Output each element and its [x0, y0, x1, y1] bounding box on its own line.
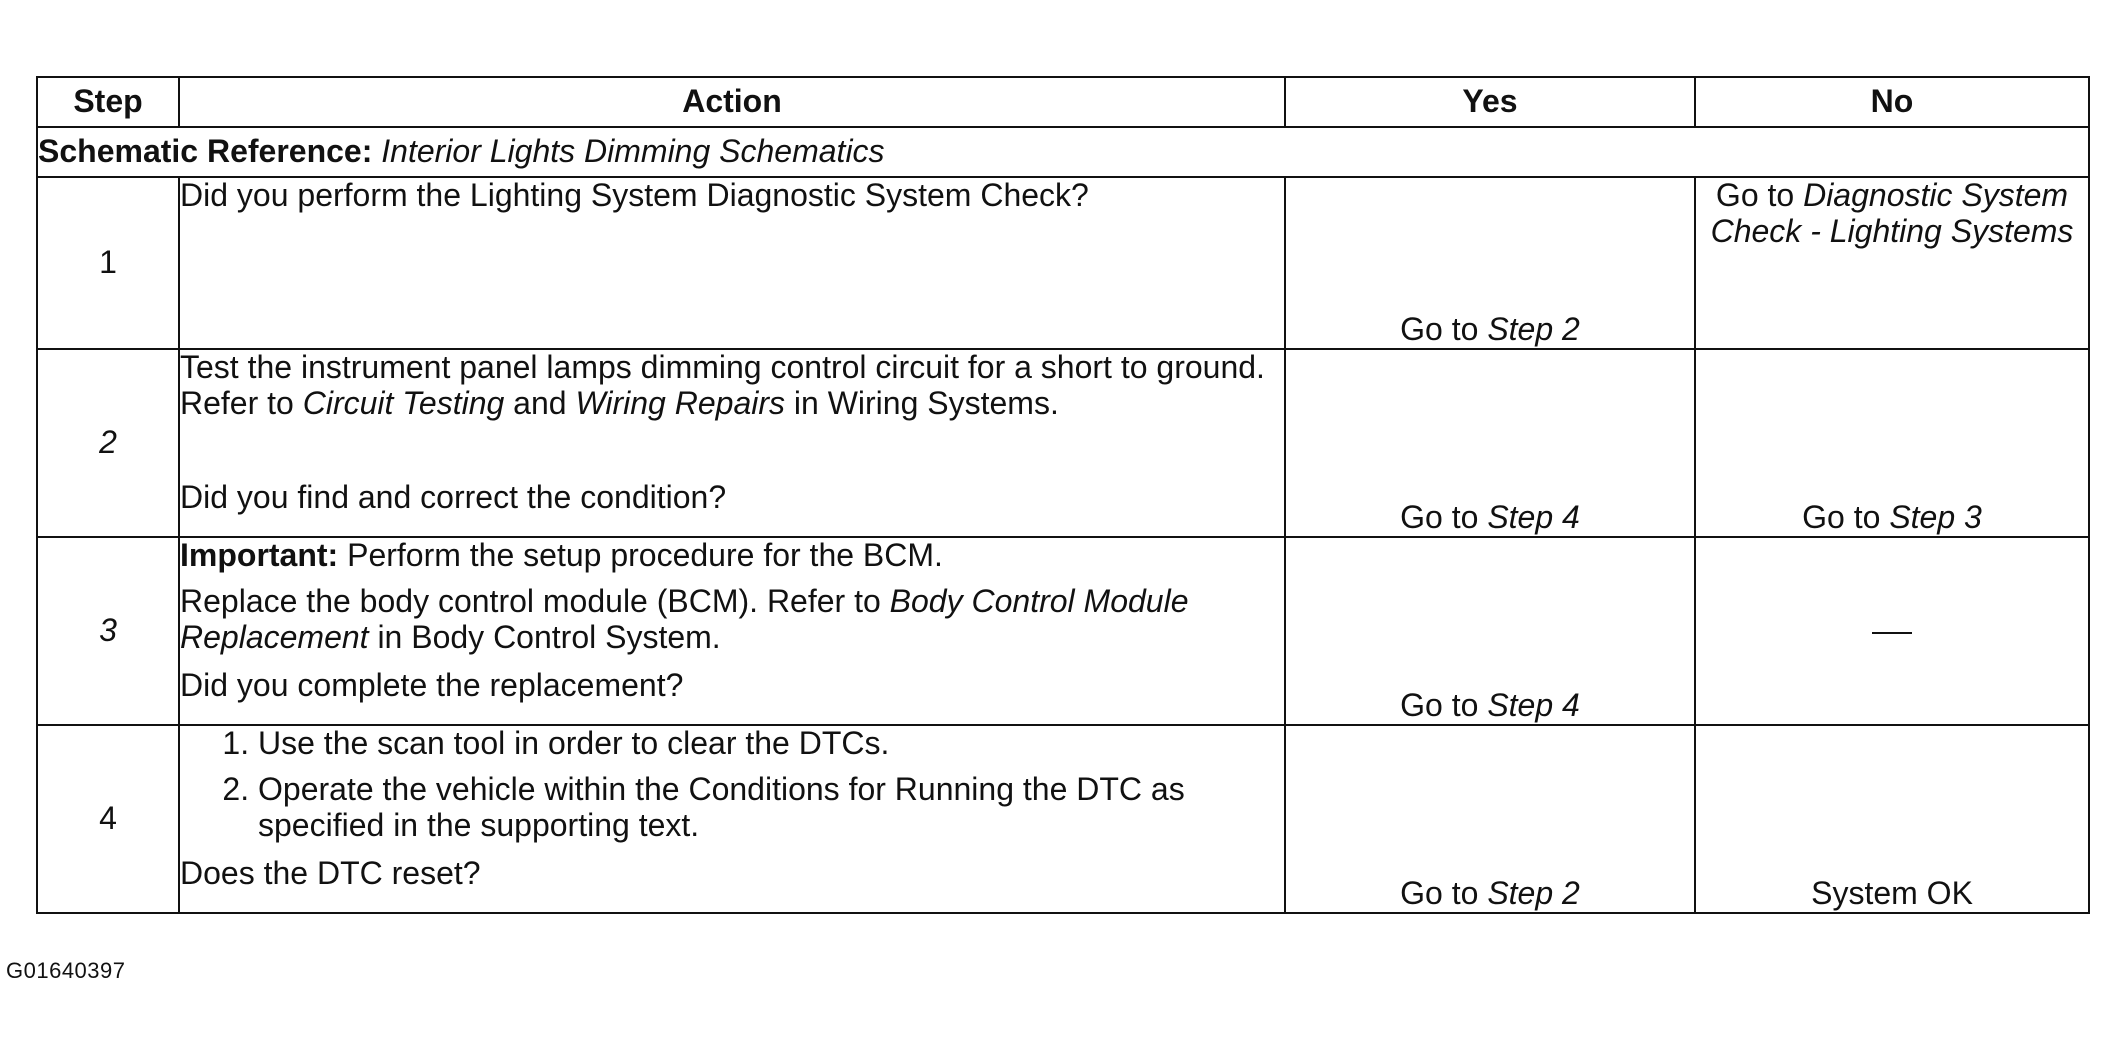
no-step-link[interactable]: Diagnostic System Check - Lighting Syste…	[1710, 177, 2074, 249]
not-applicable-dash	[1872, 631, 1912, 634]
diagnostic-table: Step Action Yes No Schematic Reference: …	[36, 76, 2090, 914]
action-cell: Use the scan tool in order to clear the …	[178, 724, 1286, 914]
table-row: 1 Did you perform the Lighting System Di…	[36, 176, 2090, 350]
header-yes: Yes	[1284, 76, 1696, 128]
step-question: Does the DTC reset?	[180, 855, 481, 892]
step-instruction: Test the instrument panel lamps dimming …	[180, 349, 1265, 421]
no-step-link[interactable]: Step 3	[1889, 499, 1982, 536]
header-row: Step Action Yes No	[36, 76, 2090, 128]
procedure-list: Use the scan tool in order to clear the …	[180, 725, 1284, 844]
important-note: Important: Perform the setup procedure f…	[180, 537, 943, 573]
yes-prefix: Go to	[1400, 499, 1479, 536]
step-number: 2	[36, 348, 180, 538]
header-action: Action	[178, 76, 1286, 128]
schematic-reference-label: Schematic Reference:	[38, 133, 373, 170]
step-number: 4	[36, 724, 180, 914]
yes-cell: Go to Step 4	[1284, 348, 1696, 538]
yes-prefix: Go to	[1400, 687, 1479, 724]
circuit-testing-link[interactable]: Circuit Testing	[302, 384, 505, 421]
figure-id: G01640397	[6, 958, 126, 983]
action-cell: Test the instrument panel lamps dimming …	[178, 348, 1286, 538]
yes-cell: Go to Step 4	[1284, 536, 1696, 726]
schematic-reference-row: Schematic Reference: Interior Lights Dim…	[36, 126, 2090, 178]
yes-prefix: Go to	[1400, 311, 1479, 348]
yes-step-link[interactable]: Step 4	[1487, 687, 1580, 724]
table-row: 3 Important: Perform the setup procedure…	[36, 536, 2090, 726]
action-cell: Did you perform the Lighting System Diag…	[178, 176, 1286, 350]
no-cell: Go to Diagnostic System Check - Lighting…	[1694, 176, 2090, 350]
yes-step-link[interactable]: Step 2	[1487, 875, 1580, 912]
schematic-reference-link[interactable]: Interior Lights Dimming Schematics	[381, 133, 885, 170]
yes-cell: Go to Step 2	[1284, 724, 1696, 914]
list-item: Use the scan tool in order to clear the …	[258, 725, 1284, 762]
step-question: Did you complete the replacement?	[180, 667, 684, 704]
step-question: Did you find and correct the condition?	[180, 479, 727, 516]
yes-step-link[interactable]: Step 4	[1487, 499, 1580, 536]
no-prefix: Go to	[1715, 177, 1795, 213]
action-cell: Important: Perform the setup procedure f…	[178, 536, 1286, 726]
system-ok-text: System OK	[1811, 875, 1973, 912]
wiring-repairs-link[interactable]: Wiring Repairs	[575, 384, 785, 421]
bcm-replacement-link[interactable]: Body Control Module Replacement	[180, 582, 1189, 655]
header-no: No	[1694, 76, 2090, 128]
yes-cell: Go to Step 2	[1284, 176, 1696, 350]
step-number: 3	[36, 536, 180, 726]
table-row: 2 Test the instrument panel lamps dimmin…	[36, 348, 2090, 538]
table-row: 4 Use the scan tool in order to clear th…	[36, 724, 2090, 914]
yes-prefix: Go to	[1400, 875, 1479, 912]
important-label: Important:	[180, 537, 339, 573]
schematic-reference: Schematic Reference: Interior Lights Dim…	[36, 126, 2090, 178]
no-cell	[1694, 536, 2090, 726]
header-step: Step	[36, 76, 180, 128]
no-cell: System OK	[1694, 724, 2090, 914]
step-question: Did you perform the Lighting System Diag…	[180, 177, 1089, 213]
no-prefix: Go to	[1802, 499, 1881, 536]
step-number: 1	[36, 176, 180, 350]
yes-step-link[interactable]: Step 2	[1487, 311, 1580, 348]
no-cell: Go to Step 3	[1694, 348, 2090, 538]
list-item: Operate the vehicle within the Condition…	[258, 771, 1284, 844]
step-instruction: Replace the body control module (BCM). R…	[180, 582, 1189, 655]
